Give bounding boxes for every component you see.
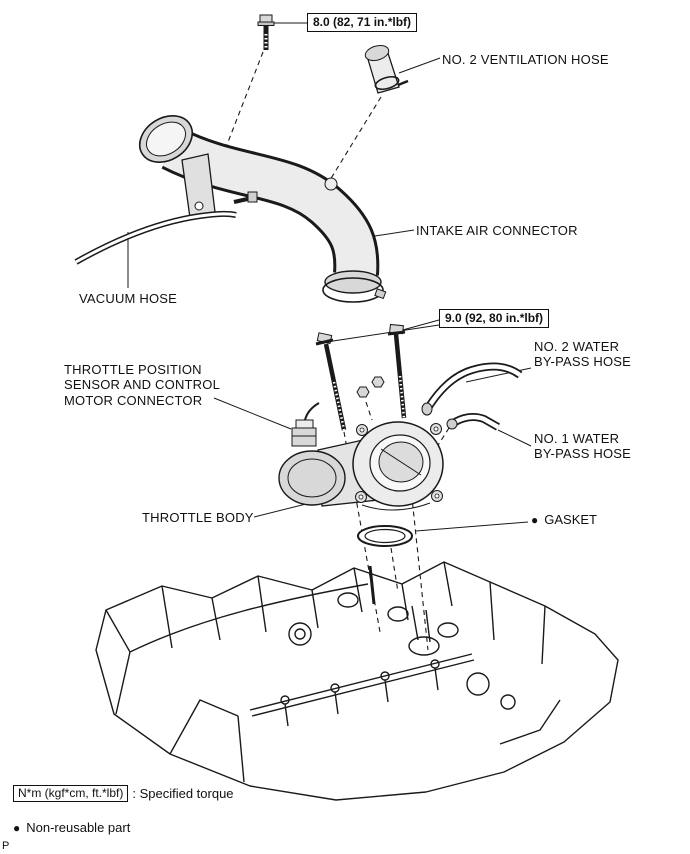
bolt-9nm-right [387, 323, 407, 419]
legend-torque-desc: : Specified torque [132, 786, 234, 801]
intake-air-connector-part [138, 115, 387, 303]
water-bypass-hose-1-part [446, 412, 500, 431]
legend-nonreusable-desc: Non-reusable part [26, 820, 131, 835]
vacuum-hose-part [74, 210, 237, 265]
torque-spec-middle: 9.0 (92, 80 in.*lbf) [439, 309, 550, 328]
engine-block-sketch [95, 561, 619, 801]
nonreusable-bullet-icon: ● [531, 512, 539, 527]
label-vacuum-hose: VACUUM HOSE [79, 291, 178, 306]
tps-connector-part [291, 402, 320, 447]
bolt-8nm [257, 14, 275, 50]
gasket-part [357, 525, 413, 547]
label-no2-water-bypass-hose: NO. 2 WATER BY-PASS HOSE [534, 339, 632, 370]
label-intake-air-connector: INTAKE AIR CONNECTOR [416, 223, 578, 238]
stud-nuts [356, 376, 385, 398]
label-gasket-text: GASKET [544, 512, 597, 527]
torque-spec-top: 8.0 (82, 71 in.*lbf) [307, 13, 418, 32]
label-gasket: ● GASKET [531, 512, 597, 527]
page-corner-mark: P [2, 840, 10, 852]
label-throttle-body: THROTTLE BODY [142, 510, 254, 525]
bolt-9nm-left [315, 332, 347, 431]
throttle-body-part [278, 421, 444, 511]
legend-nonreusable: ● Non-reusable part [13, 820, 130, 835]
legend-torque: N*m (kgf*cm, ft.*lbf) : Specified torque [13, 785, 234, 802]
ventilation-hose-part [364, 45, 409, 94]
label-tps-connector: THROTTLE POSITION SENSOR AND CONTROL MOT… [64, 362, 220, 408]
nonreusable-bullet-icon: ● [13, 820, 21, 835]
water-bypass-hose-2-part [421, 362, 523, 416]
label-no1-water-bypass-hose: NO. 1 WATER BY-PASS HOSE [534, 431, 632, 462]
legend-torque-box: N*m (kgf*cm, ft.*lbf) [13, 785, 129, 802]
label-no2-ventilation-hose: NO. 2 VENTILATION HOSE [442, 52, 609, 67]
